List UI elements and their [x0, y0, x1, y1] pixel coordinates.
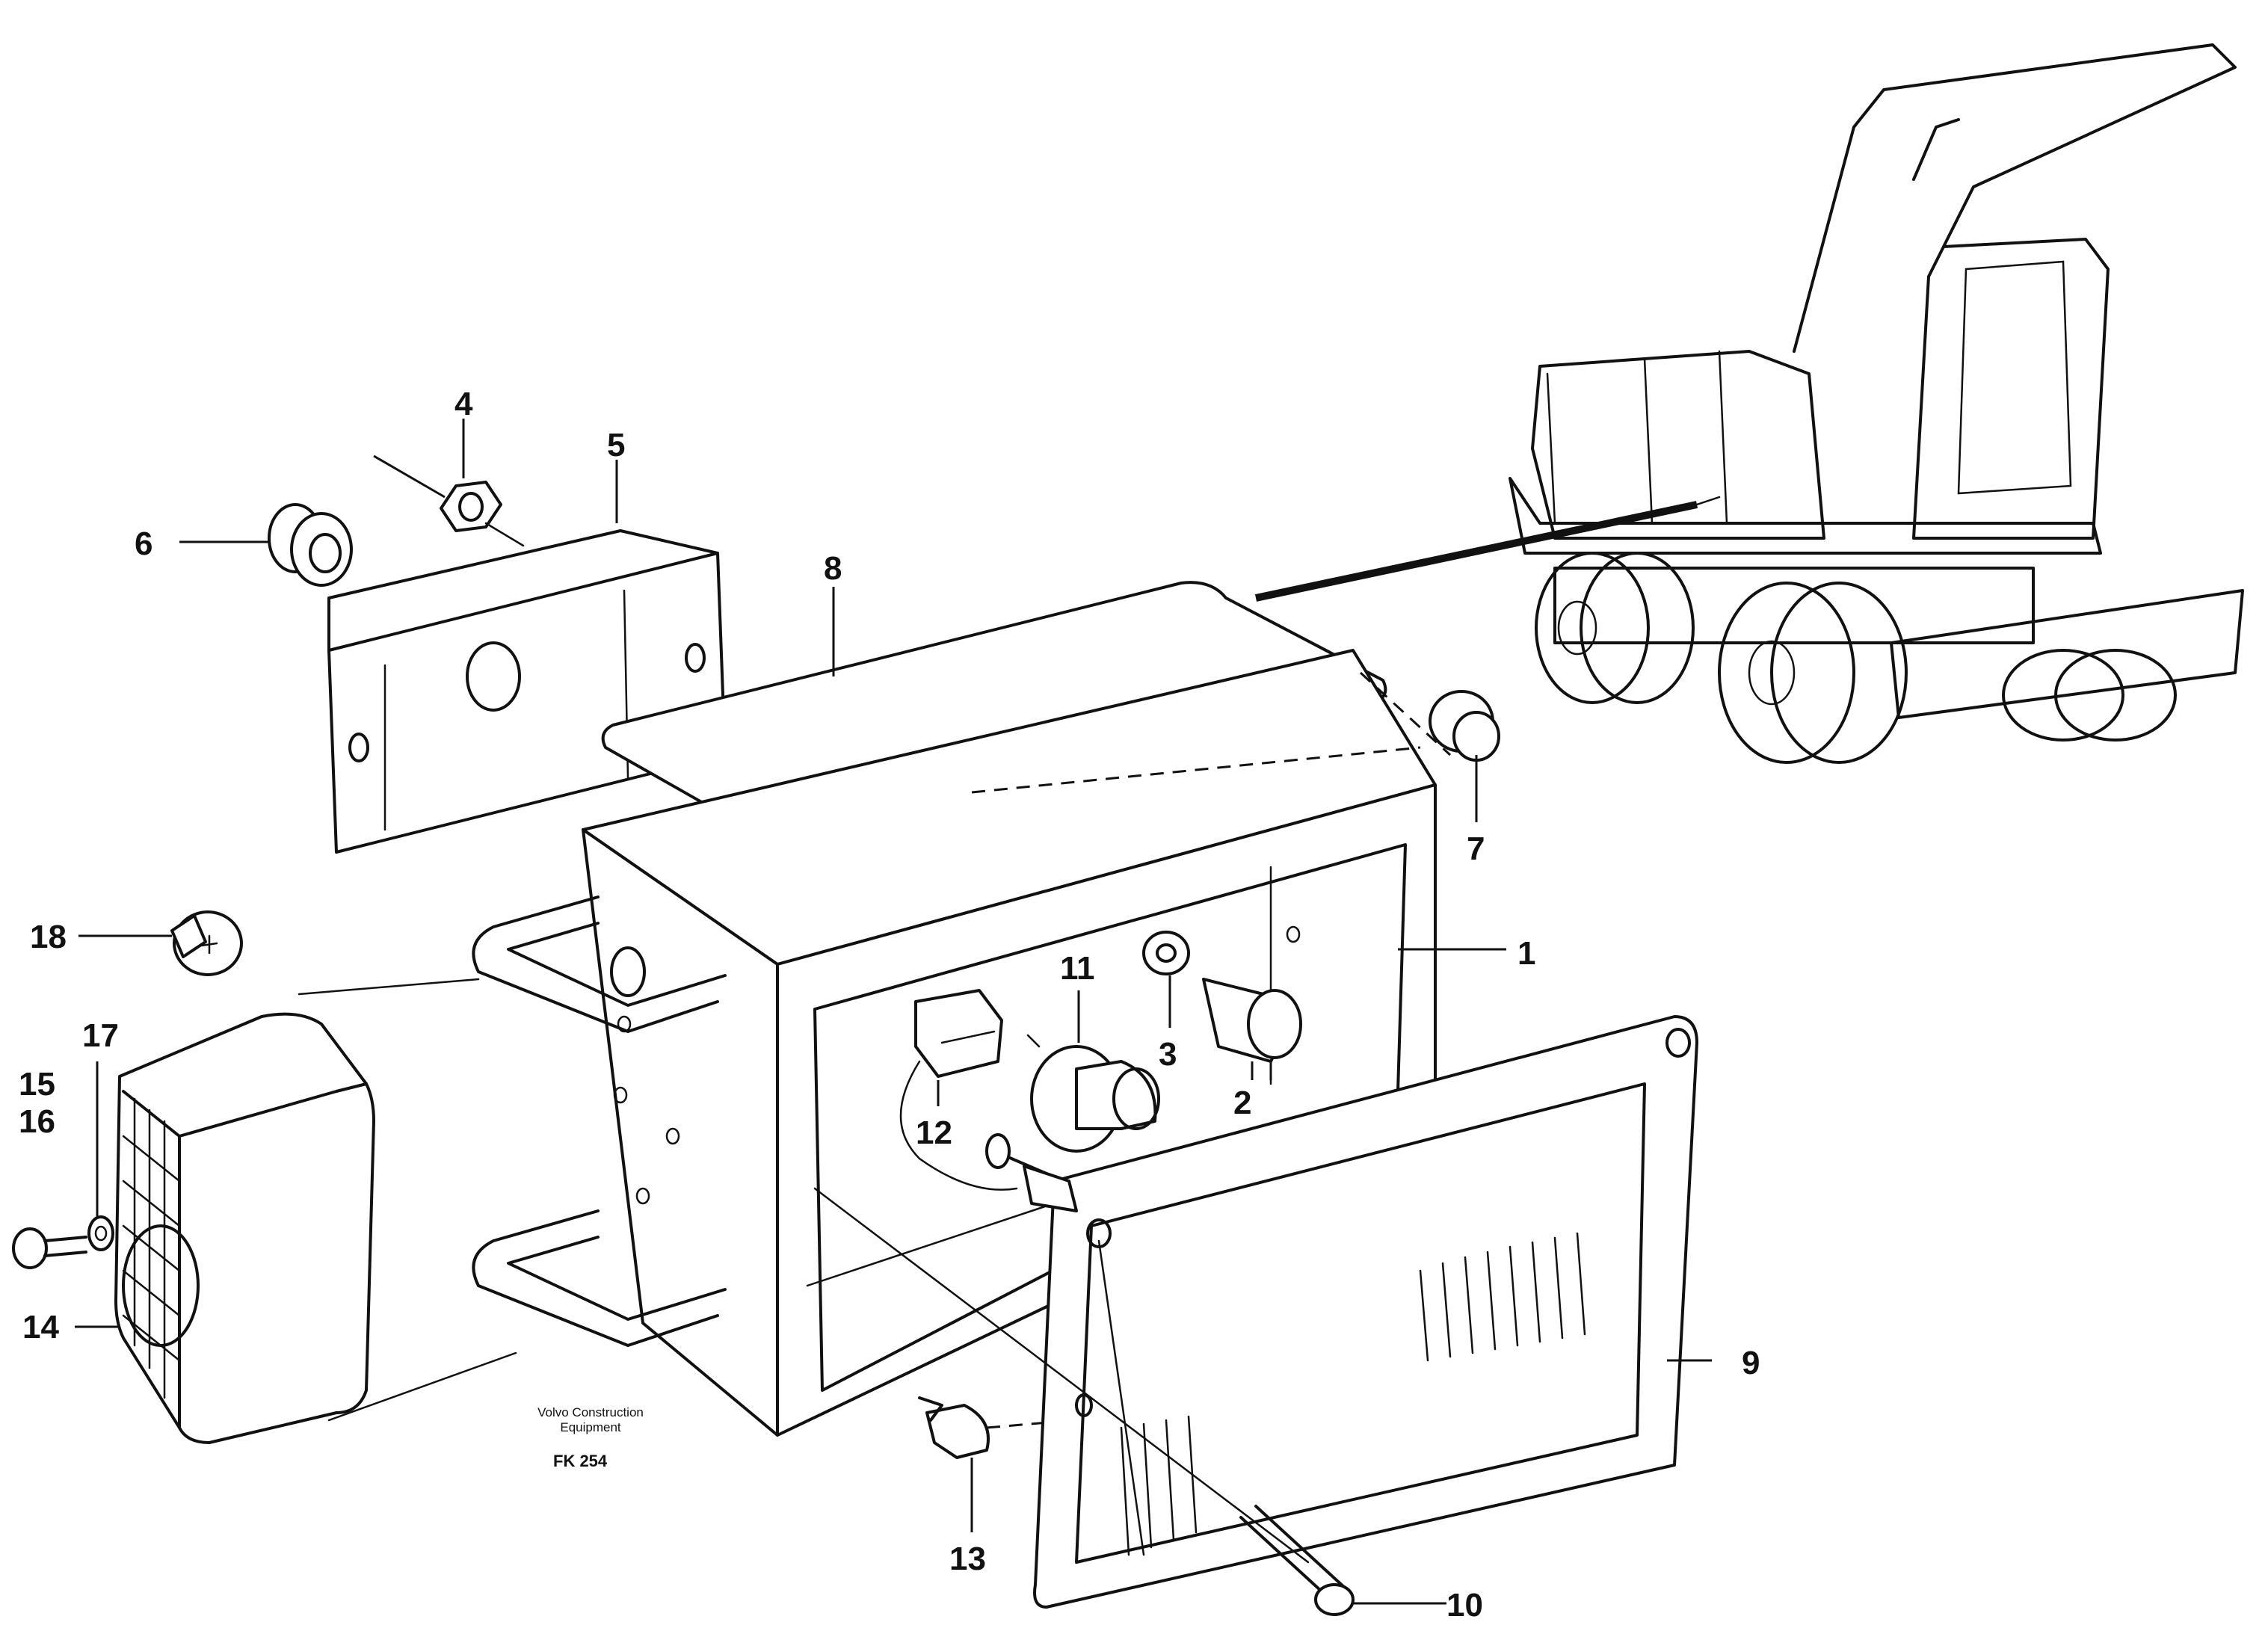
- figure-caption: Volvo Construction Equipment FK 254: [537, 1405, 644, 1470]
- callout-1: 1: [1517, 935, 1535, 972]
- part-2-bolt: [1202, 978, 1302, 1063]
- caption-figure-ref: FK 254: [553, 1452, 608, 1470]
- callout-11: 11: [1060, 950, 1095, 987]
- lens-grid: [122, 1097, 181, 1399]
- callout-16: 16: [19, 1103, 55, 1140]
- part-3-washer: [1142, 931, 1190, 975]
- part-14-rear-lamp: [114, 978, 517, 1444]
- callout-13: 13: [949, 1541, 986, 1577]
- caption-brand-line1: Volvo Construction: [537, 1405, 644, 1419]
- callout-10: 10: [1446, 1587, 1483, 1624]
- excavator-wheels: [1535, 552, 2177, 764]
- callout-12: 12: [916, 1114, 952, 1151]
- excavator-illustration: [1254, 43, 2244, 764]
- part-9-front-lens: [985, 1015, 1698, 1609]
- callout-14: 14: [22, 1309, 59, 1345]
- callout-9: 9: [1742, 1345, 1760, 1381]
- u-bolt-brackets: [472, 895, 727, 1347]
- part-15-16-screw: [12, 1227, 87, 1269]
- part-11-bulb: [1026, 1034, 1160, 1153]
- part-18-bulb: [170, 910, 243, 976]
- callout-5: 5: [607, 427, 625, 463]
- callout-3: 3: [1159, 1036, 1177, 1073]
- part-5-bracket: [327, 529, 727, 854]
- callout-17: 17: [82, 1017, 119, 1054]
- callout-8: 8: [824, 550, 842, 587]
- callout-labels: 1 2 3 4 5 6 7 8 9 10 11 12 13 14 15 16 1…: [19, 386, 1760, 1624]
- leader-lines: [75, 419, 1712, 1605]
- part-17-washer: [87, 1215, 114, 1251]
- caption-brand-line2: Equipment: [560, 1420, 621, 1434]
- callout-15: 15: [19, 1066, 55, 1103]
- part-12-connector: [914, 989, 1003, 1078]
- part-7-plug: [1429, 690, 1500, 762]
- callout-4: 4: [454, 386, 473, 422]
- callout-18: 18: [30, 919, 67, 955]
- part-10-screw: [813, 1187, 1355, 1616]
- part-6-grommet: [268, 503, 353, 587]
- callout-7: 7: [1467, 830, 1485, 867]
- part-4-nut: [440, 481, 525, 547]
- lens-hatching: [1120, 1232, 1586, 1556]
- callout-2: 2: [1233, 1085, 1251, 1121]
- callout-6: 6: [135, 525, 152, 562]
